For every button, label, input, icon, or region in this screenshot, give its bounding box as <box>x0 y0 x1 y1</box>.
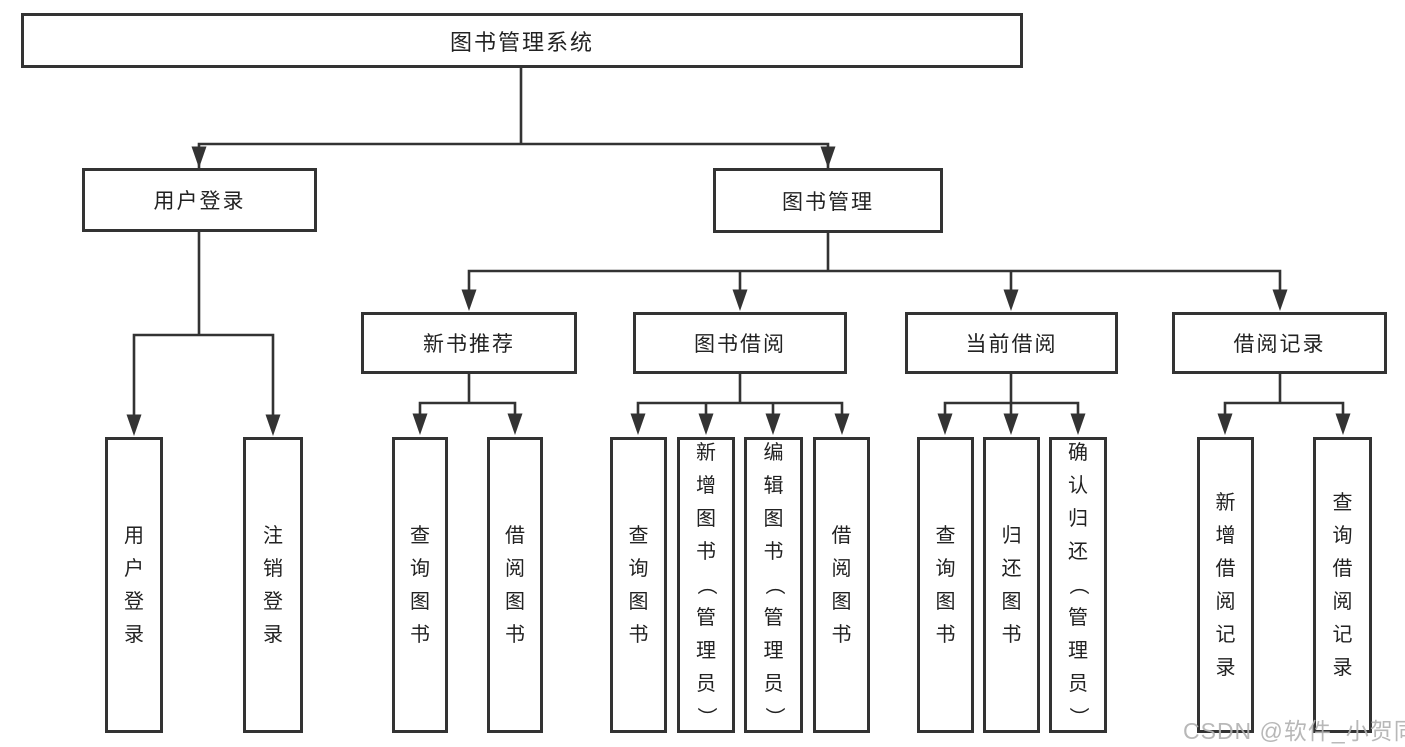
arrowhead <box>1272 289 1288 311</box>
node-borrow-records: 借阅记录 <box>1172 312 1387 374</box>
node-new-book-recommend-label: 新书推荐 <box>423 333 515 356</box>
leaf-user-login-label: 用户登录 <box>124 524 144 646</box>
leaf-add-book-admin: 新增图书（管理员） <box>677 437 735 733</box>
node-book-borrow: 图书借阅 <box>633 312 847 374</box>
leaf-query-books-borrow: 查询图书 <box>610 437 667 733</box>
arrowhead <box>1003 289 1019 311</box>
leaf-borrow-books-borrow-label: 借阅图书 <box>831 524 852 646</box>
leaf-user-login: 用户登录 <box>105 437 163 733</box>
arrowhead <box>820 146 836 168</box>
node-current-borrow-label: 当前借阅 <box>965 333 1058 356</box>
arrowhead <box>834 413 850 435</box>
leaf-query-books-recommend: 查询图书 <box>392 437 448 733</box>
leaf-query-books-current-label: 查询图书 <box>935 524 956 646</box>
node-user-login-label: 用户登录 <box>153 190 246 213</box>
node-user-login: 用户登录 <box>82 168 317 232</box>
leaf-return-book: 归还图书 <box>983 437 1040 733</box>
leaf-query-borrow-record: 查询借阅记录 <box>1313 437 1372 733</box>
leaf-edit-book-admin-label: 编辑图书（管理员） <box>762 442 785 727</box>
arrowhead <box>630 413 646 435</box>
connector-paths <box>132 68 1345 432</box>
arrowhead <box>265 414 281 436</box>
leaf-add-borrow-record: 新增借阅记录 <box>1197 437 1254 733</box>
leaf-logout-label: 注销登录 <box>263 524 283 646</box>
arrowhead <box>191 146 207 168</box>
leaf-borrow-books-recommend: 借阅图书 <box>487 437 543 733</box>
leaf-confirm-return-admin-label: 确认归还（管理员） <box>1067 442 1089 727</box>
node-book-management-label: 图书管理 <box>782 190 874 214</box>
node-borrow-records-label: 借阅记录 <box>1233 333 1326 356</box>
leaf-query-borrow-record-label: 查询借阅记录 <box>1332 491 1353 679</box>
leaf-add-borrow-record-label: 新增借阅记录 <box>1215 491 1236 679</box>
csdn-watermark: CSDN @软件_小贺同学 <box>1183 718 1405 744</box>
leaf-query-books-recommend-label: 查询图书 <box>410 524 430 646</box>
arrowhead <box>698 413 714 435</box>
node-current-borrow: 当前借阅 <box>905 312 1118 374</box>
leaf-confirm-return-admin: 确认归还（管理员） <box>1049 437 1107 733</box>
node-root-label: 图书管理系统 <box>449 29 594 55</box>
arrowhead <box>126 414 142 436</box>
arrowhead <box>461 289 477 311</box>
arrowhead <box>1217 413 1233 435</box>
leaf-borrow-books-recommend-label: 借阅图书 <box>505 524 525 646</box>
arrowhead <box>765 413 781 435</box>
arrowhead <box>1003 413 1019 435</box>
arrowhead <box>507 413 523 435</box>
arrowhead <box>1335 413 1351 435</box>
leaf-return-book-label: 归还图书 <box>1001 524 1022 646</box>
arrowhead <box>412 413 428 435</box>
leaf-borrow-books-borrow: 借阅图书 <box>813 437 870 733</box>
leaf-logout: 注销登录 <box>243 437 303 733</box>
arrowhead <box>732 289 748 311</box>
leaf-query-books-borrow-label: 查询图书 <box>628 524 649 646</box>
leaf-edit-book-admin: 编辑图书（管理员） <box>744 437 803 733</box>
node-book-borrow-label: 图书借阅 <box>694 333 786 356</box>
leaf-query-books-current: 查询图书 <box>917 437 974 733</box>
leaf-add-book-admin-label: 新增图书（管理员） <box>695 442 717 727</box>
node-new-book-recommend: 新书推荐 <box>361 312 577 374</box>
node-book-management: 图书管理 <box>713 168 943 233</box>
node-root: 图书管理系统 <box>21 13 1023 68</box>
arrowhead <box>1070 413 1086 435</box>
arrowhead <box>937 413 953 435</box>
arrowheads <box>126 146 1351 436</box>
